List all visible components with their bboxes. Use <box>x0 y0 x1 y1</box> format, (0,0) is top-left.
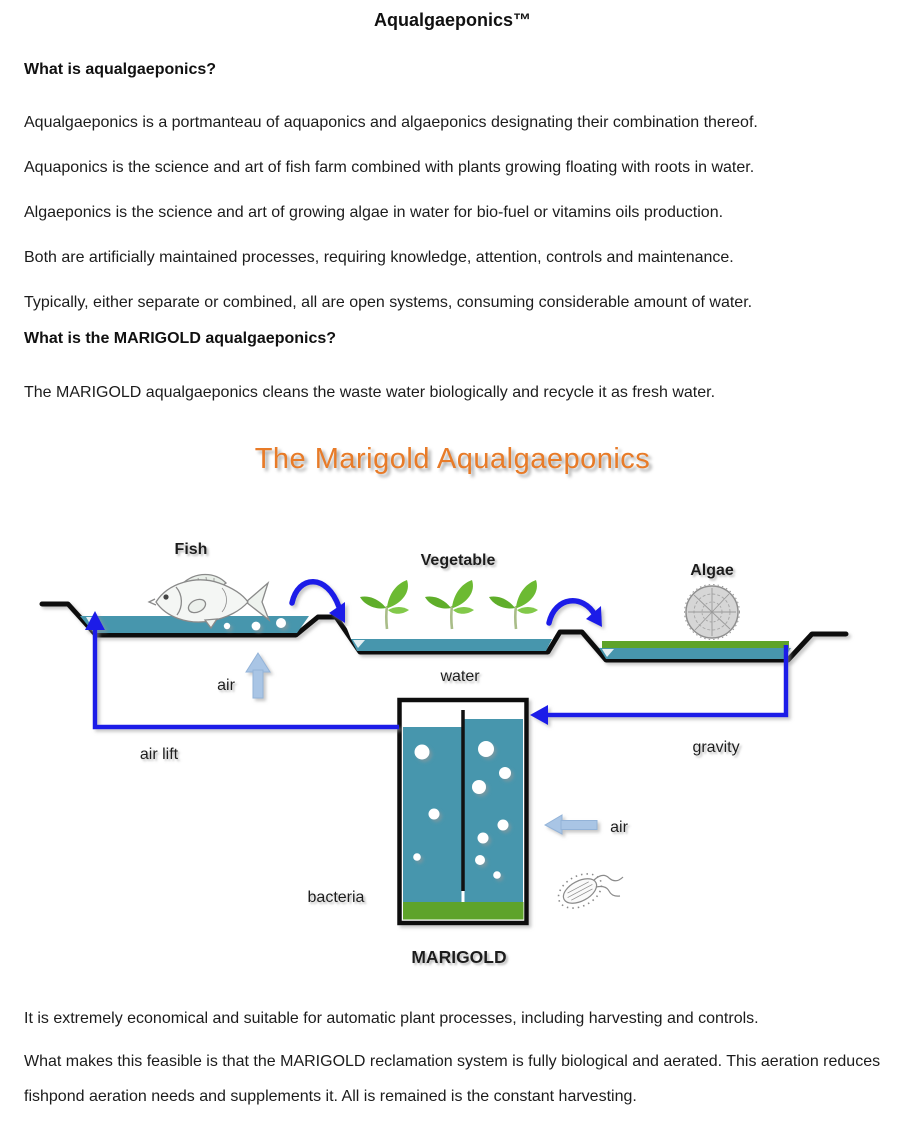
ground-profile <box>39 601 849 663</box>
algae-label: Algae <box>690 562 734 579</box>
paragraph: Aquaponics is the science and art of fis… <box>24 159 755 176</box>
paragraph: The MARIGOLD aqualgaeponics cleans the w… <box>24 384 716 401</box>
flow-pipes <box>85 579 789 730</box>
paragraph: Algaeponics is the science and art of gr… <box>24 204 724 221</box>
air-arrows <box>245 652 598 835</box>
question-heading-2: What is the MARIGOLD aqualgaeponics? <box>24 330 337 347</box>
algae-basin <box>599 641 791 659</box>
question-heading-1: What is aqualgaeponics? <box>24 61 217 78</box>
marigold-label: MARIGOLD <box>411 947 506 967</box>
paragraph: Typically, either separate or combined, … <box>24 294 753 311</box>
air-tank-label: air <box>610 819 628 836</box>
bacteria-label: bacteria <box>308 889 365 906</box>
algae-ball-illustration <box>684 584 740 640</box>
water-label: water <box>439 668 480 685</box>
page-title: Aqualgaeponics™ <box>373 10 532 30</box>
air-left-arrow <box>543 814 598 835</box>
fish-basin-bubbles <box>223 618 286 631</box>
gravity-pipe <box>530 645 789 725</box>
vegetable-label: Vegetable <box>421 552 496 569</box>
paragraph: Aqualgaeponics is a portmanteau of aquap… <box>24 114 758 131</box>
flow-arrow-vegetable-to-algae <box>546 598 602 627</box>
air-fish-label: air <box>217 677 235 694</box>
air-lift-label: air lift <box>140 746 179 763</box>
gravity-arrowhead <box>530 705 548 725</box>
diagram-title: The Marigold Aqualgaeponics <box>254 443 651 475</box>
paragraph: It is extremely economical and suitable … <box>24 1010 759 1027</box>
flow-arrow-fish-to-vegetable <box>289 579 345 623</box>
paragraph: Both are artificially maintained process… <box>24 249 734 266</box>
vegetable-basin <box>346 626 557 651</box>
bacteria-layer <box>403 902 524 920</box>
fish-label: Fish <box>175 541 208 558</box>
air-lift-pipe <box>85 611 399 730</box>
bacteria-icon <box>557 873 624 909</box>
seedlings <box>358 578 540 631</box>
marigold-tank <box>397 697 529 926</box>
gravity-label: gravity <box>692 739 739 756</box>
fish-basin <box>80 616 309 633</box>
tank-bubbles <box>413 741 511 879</box>
paragraph: What makes this feasible is that the MAR… <box>24 1053 881 1105</box>
air-lift-arrowhead <box>85 611 105 630</box>
air-up-arrow <box>245 652 271 699</box>
fish-illustration <box>147 573 271 630</box>
aqualgaeponics-diagram: Fish Vegetable Algae air water air lift … <box>39 541 849 967</box>
